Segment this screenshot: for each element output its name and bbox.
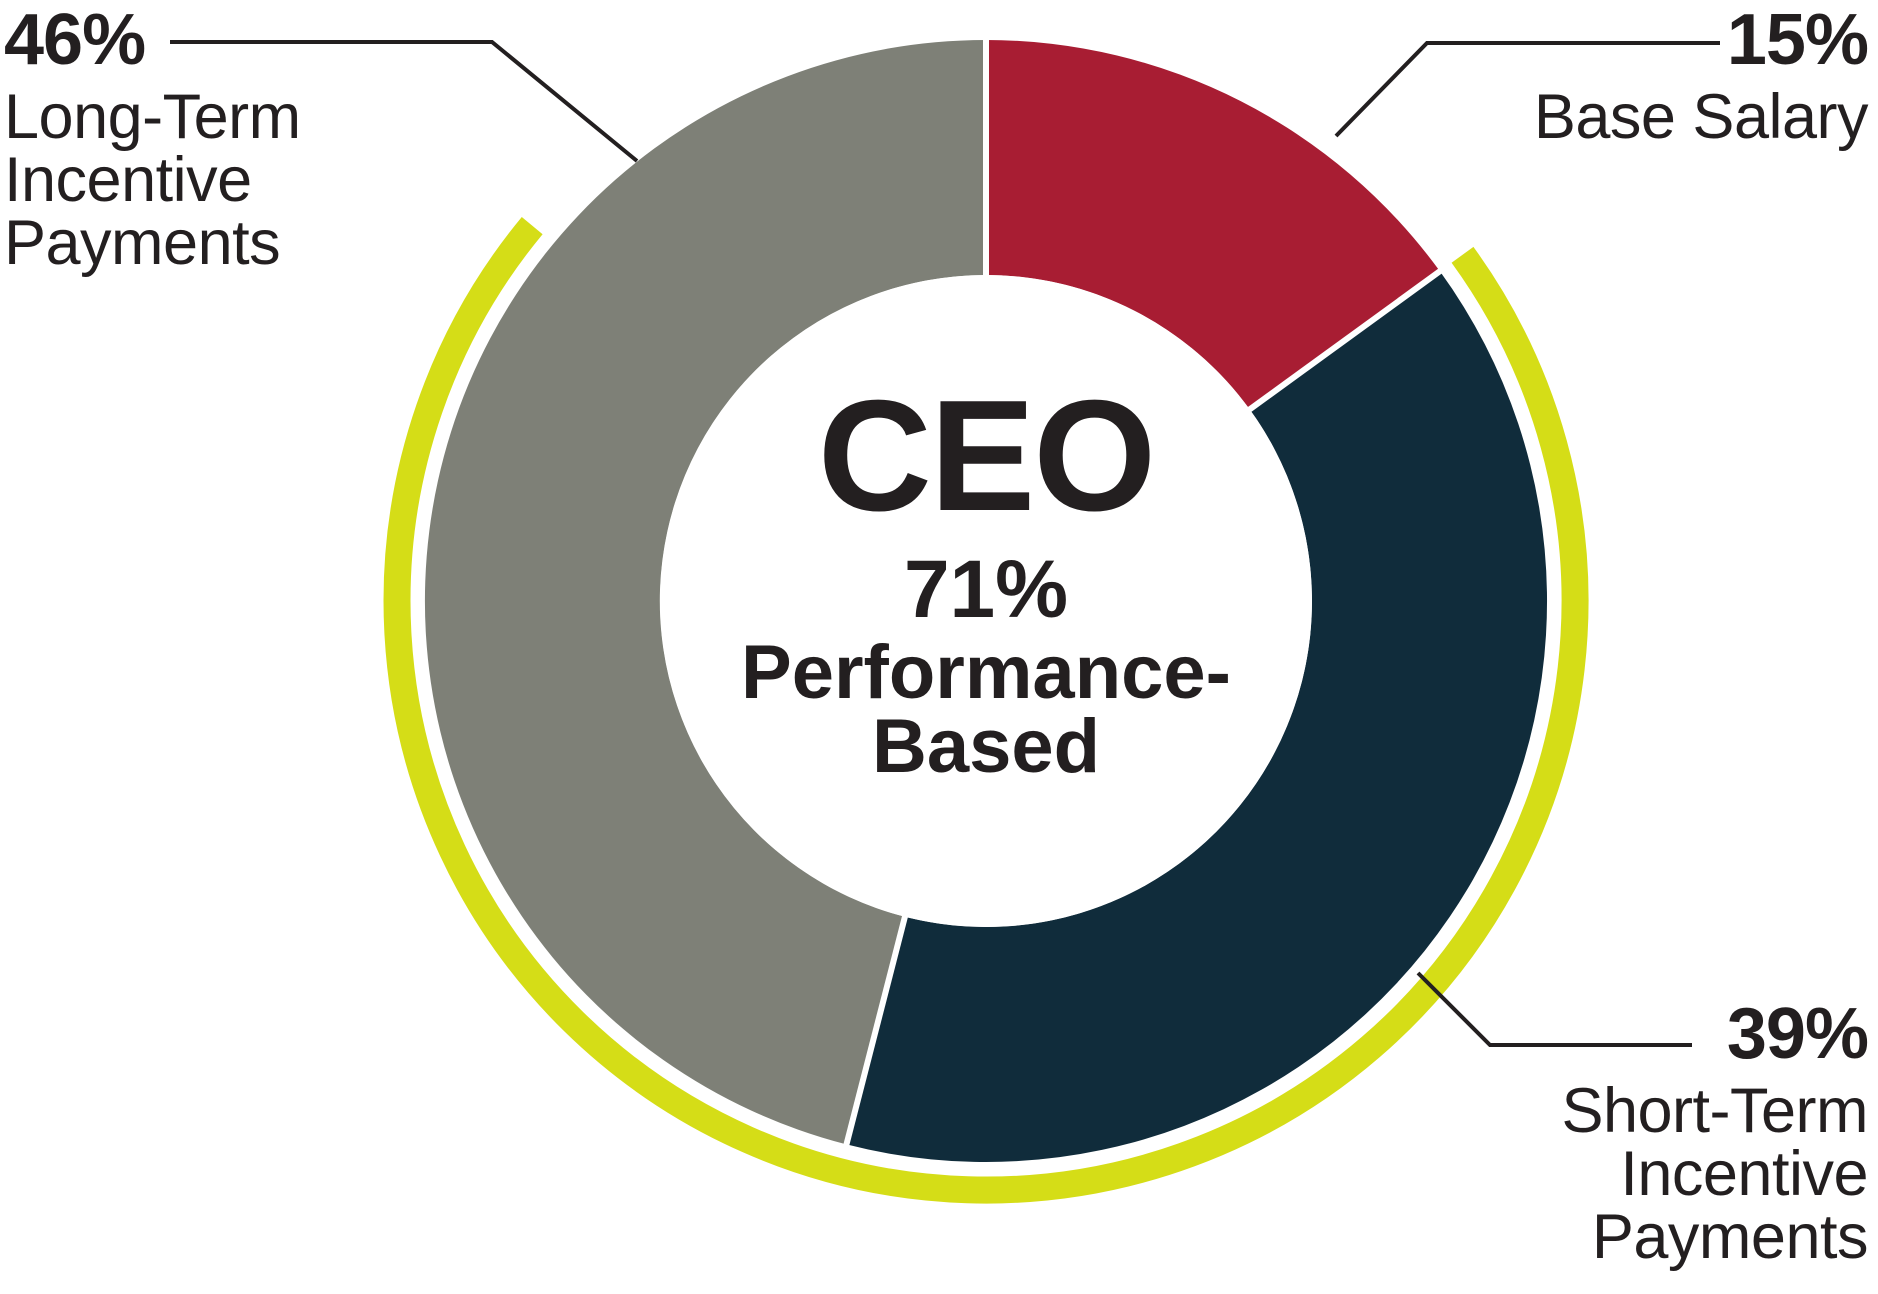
base-salary-label: Base Salary — [1533, 82, 1869, 152]
short-term-pct: 39% — [1726, 994, 1869, 1074]
center-percent: 71% — [903, 544, 1069, 635]
short-term-label: Short-Term Incentive Payments — [1561, 1076, 1868, 1272]
callout-short-term-incentive: 39% Short-Term Incentive Payments — [1561, 994, 1869, 1272]
base-salary-pct: 15% — [1726, 0, 1869, 80]
center-subtitle-line2: Based — [871, 704, 1101, 789]
slice-short-term-incentive — [846, 271, 1548, 1163]
slice-base-salary — [986, 40, 1440, 410]
slice-divider — [842, 908, 910, 1151]
callout-long-term-incentive: 46% Long-Term Incentive Payments — [4, 2, 301, 275]
leader-line-short-term — [1416, 971, 1692, 1047]
long-term-label: Long-Term Incentive Payments — [4, 82, 301, 278]
callout-base-salary: 15% Base Salary — [1533, 0, 1869, 152]
slice-divider — [1241, 265, 1447, 417]
leader-line-long-term — [170, 40, 639, 163]
slice-long-term-incentive — [424, 39, 986, 1145]
donut-hole — [660, 275, 1312, 927]
long-term-pct: 46% — [4, 0, 146, 80]
leader-line-base-salary — [1334, 41, 1720, 138]
center-title: CEO — [817, 368, 1156, 544]
donut-center-label: CEO 71% Performance- Based — [636, 368, 1336, 789]
performance-arc — [383, 217, 1589, 1204]
center-subtitle-line1: Performance- — [741, 630, 1231, 715]
